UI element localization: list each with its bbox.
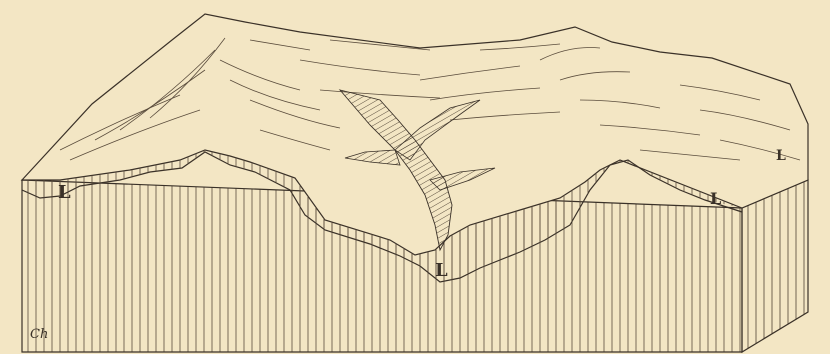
label-right: L [710, 189, 721, 208]
signature: Ch [30, 327, 48, 342]
label-left: L [58, 182, 71, 203]
label-right-top: L [776, 148, 786, 164]
label-center: L [435, 260, 448, 281]
